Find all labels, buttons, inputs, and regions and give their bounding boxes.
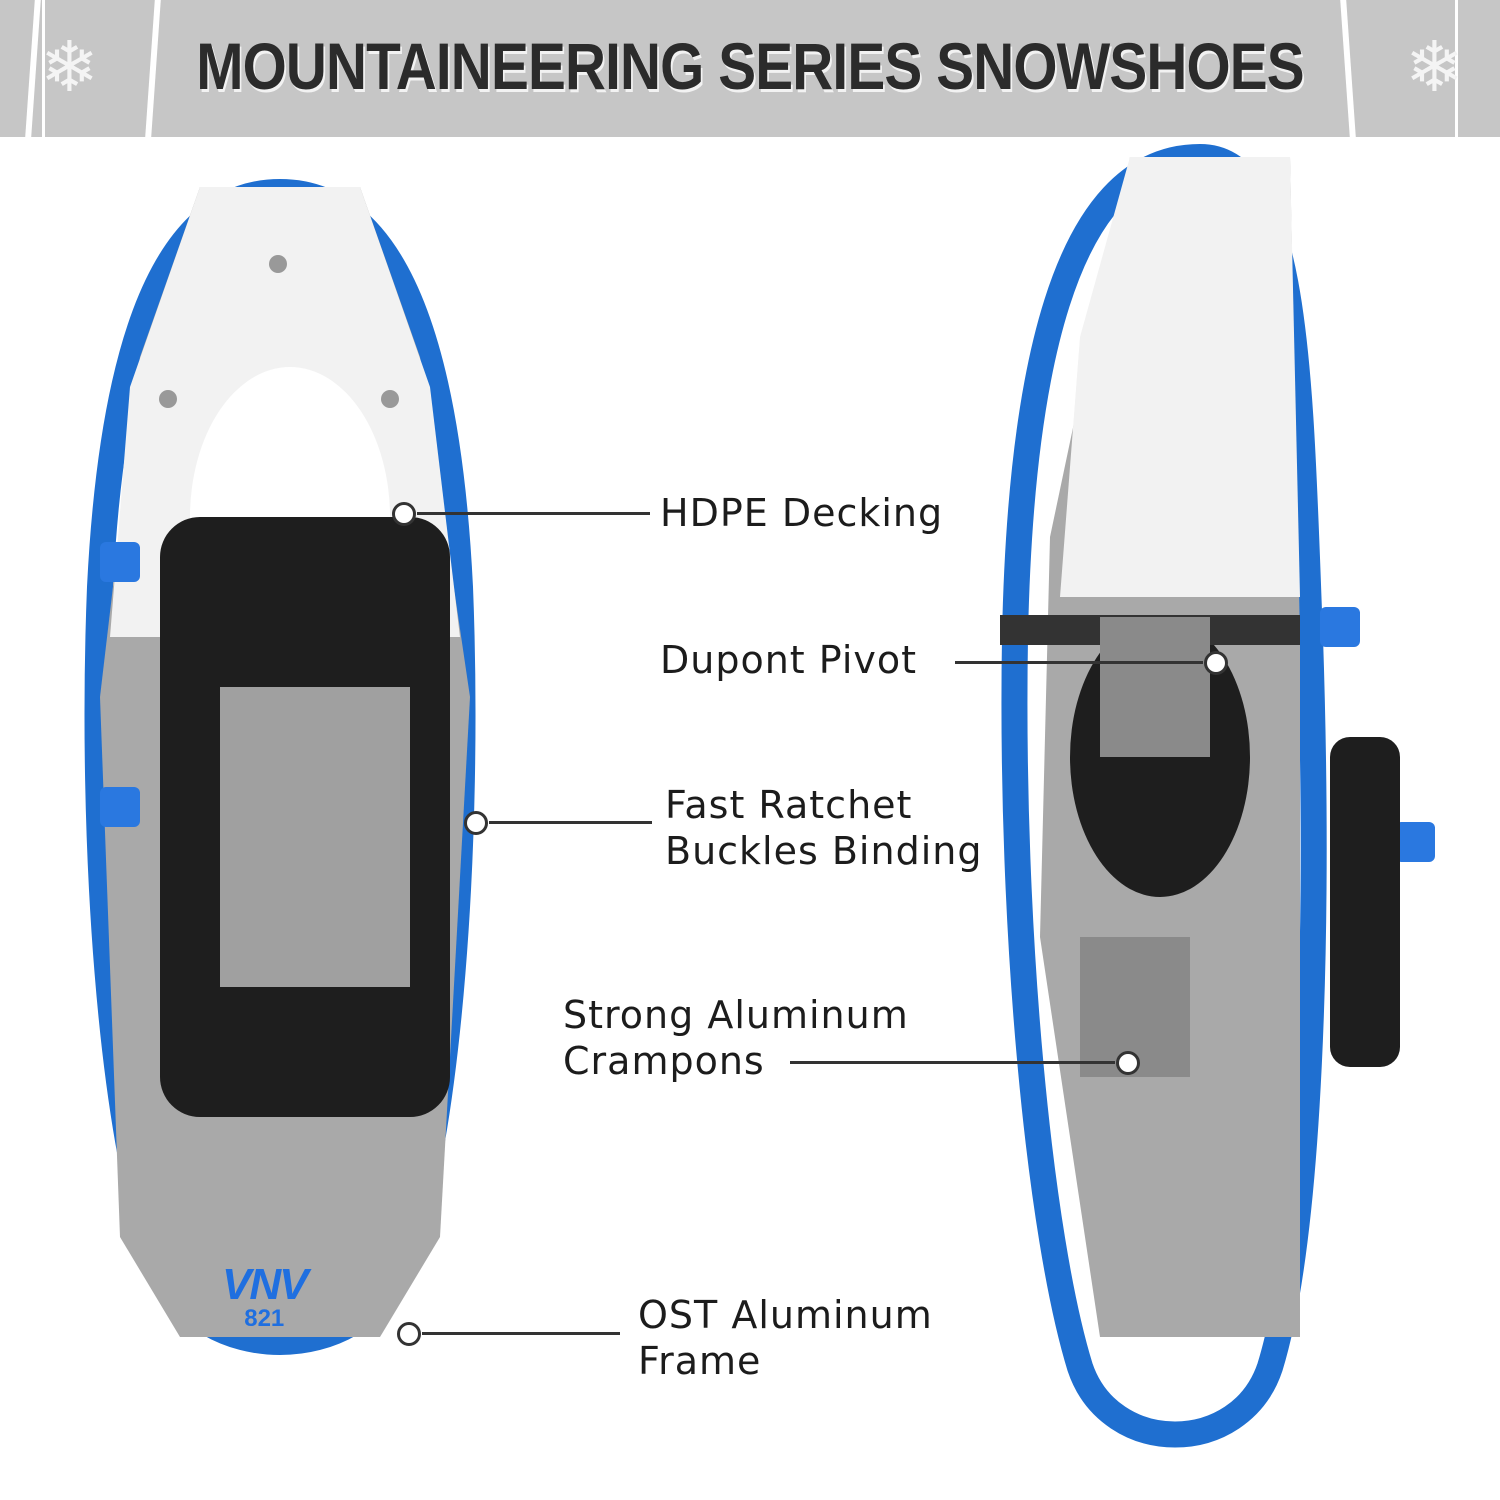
buckle xyxy=(1320,607,1360,647)
page-title: MOUNTAINEERING SERIES SNOWSHOES xyxy=(196,29,1304,103)
callout-line xyxy=(489,821,652,824)
callout-dot xyxy=(397,1322,421,1346)
buckle xyxy=(100,787,140,827)
callout-hdpe-decking: HDPE Decking xyxy=(660,491,944,535)
buckle xyxy=(100,542,140,582)
buckle xyxy=(1395,822,1435,862)
callout-dupont-pivot: Dupont Pivot xyxy=(660,638,918,682)
right-snowshoe xyxy=(1000,143,1435,1448)
left-snowshoe xyxy=(84,178,476,1355)
snowflake-icon: ❄ xyxy=(40,26,99,108)
callout-dot xyxy=(392,502,416,526)
snowshoes-illustration xyxy=(84,143,1435,1448)
callout-line xyxy=(790,1061,1115,1064)
callout-dot xyxy=(464,811,488,835)
snowflake-icon: ❄ xyxy=(1405,26,1464,108)
white-deck xyxy=(1060,157,1300,597)
callout-dot xyxy=(1204,651,1228,675)
callout-line xyxy=(955,661,1203,664)
callout-line xyxy=(417,512,650,515)
aluminum-frame xyxy=(1001,143,1327,1448)
callout-dot xyxy=(1116,1051,1140,1075)
callout-line xyxy=(422,1332,620,1335)
pivot-crampon xyxy=(1100,617,1210,757)
title-banner: ❄ ❄ MOUNTAINEERING SERIES SNOWSHOES xyxy=(0,0,1500,137)
brand-logo: VNV 821 xyxy=(222,1260,308,1333)
